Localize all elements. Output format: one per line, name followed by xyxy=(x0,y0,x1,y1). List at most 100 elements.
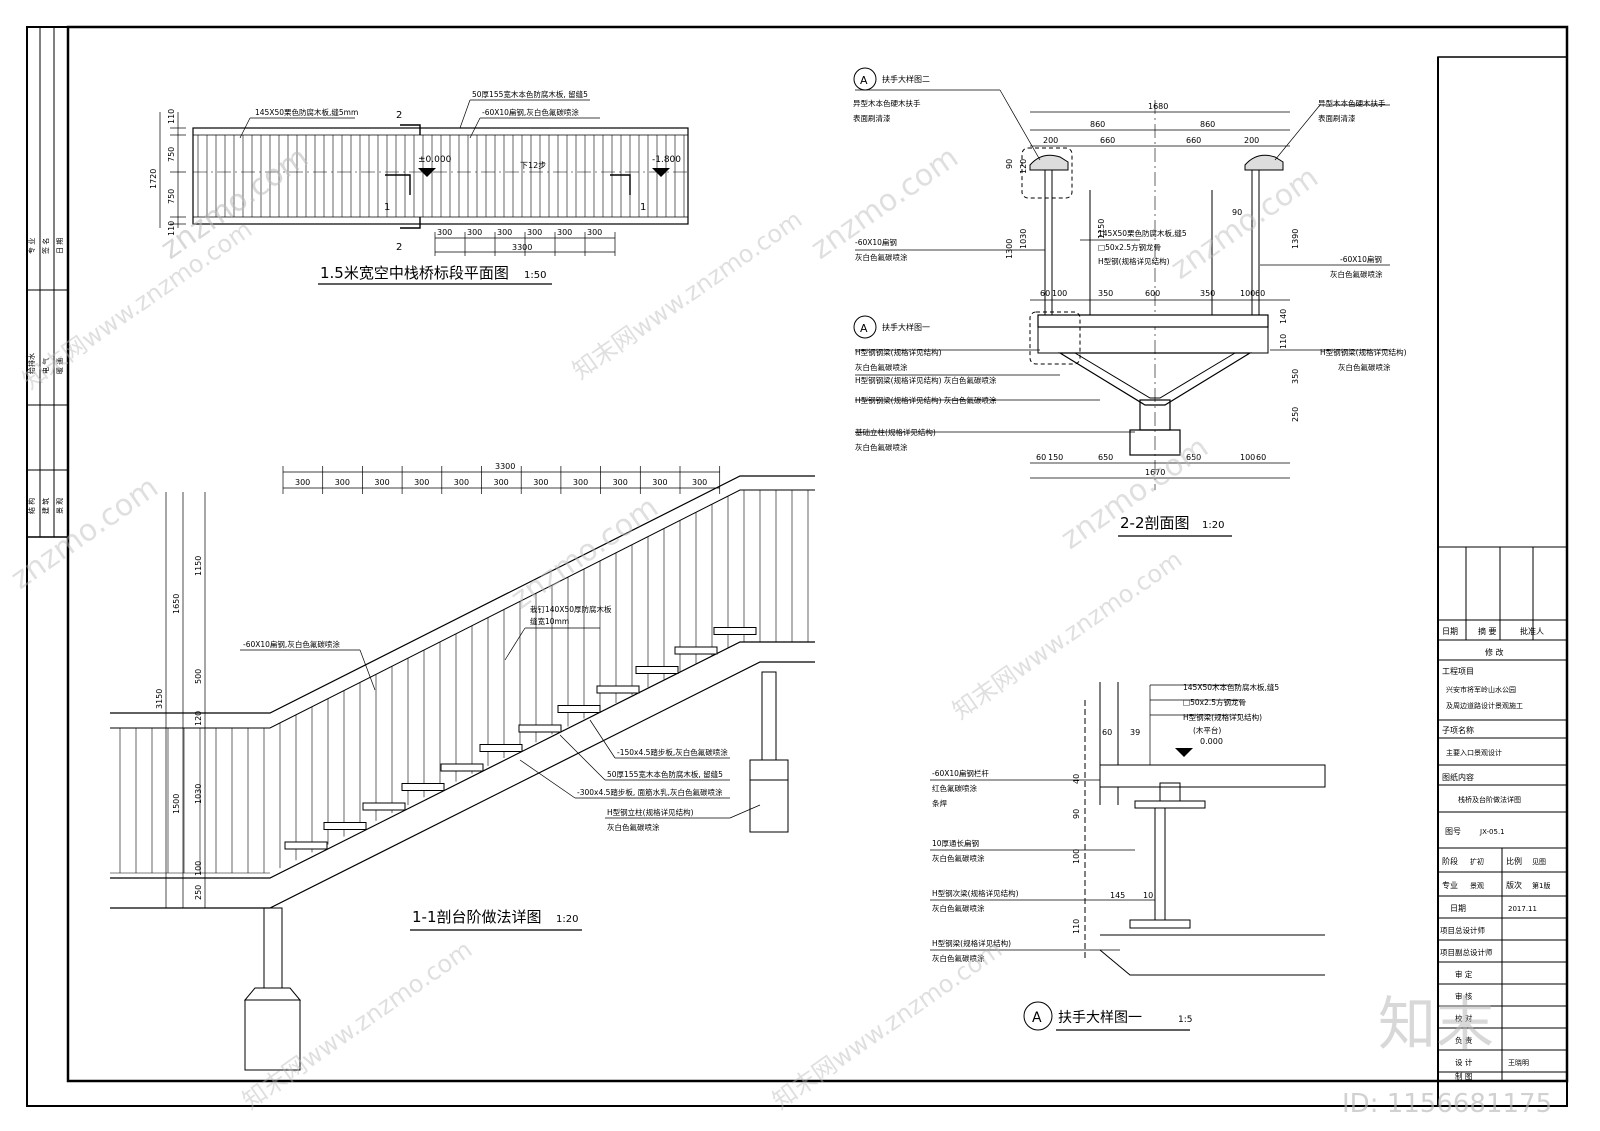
left-binding-strip xyxy=(27,27,68,538)
section11-scale: 1:20 xyxy=(556,914,578,925)
watermark-text: znzmo.com xyxy=(5,470,165,597)
stair-top-ticks xyxy=(282,466,721,494)
section22-deck xyxy=(1037,314,1269,328)
role-label: 负 责 xyxy=(1455,1035,1473,1045)
dim-label: 120 xyxy=(194,711,203,726)
stair-tread xyxy=(440,763,484,772)
dim-label: 3300 xyxy=(495,462,515,471)
elevation-marker xyxy=(1175,748,1193,757)
dim-label: 250 xyxy=(1291,407,1300,422)
note-l4: H型钢钢梁(规格详见结构) 灰白色氟碳喷涂 xyxy=(855,395,997,405)
date-label: 日期 xyxy=(1450,904,1466,913)
detail-note-hbeam: (木平台) xyxy=(1193,725,1221,735)
dim-label: 500 xyxy=(194,669,203,684)
role-label: 审 定 xyxy=(1455,969,1473,979)
plan-down-label: 下12步 xyxy=(520,161,546,170)
stair-leaders xyxy=(240,627,761,819)
watermark-text: 知末网www.znzmo.com xyxy=(767,935,1007,1115)
dim-label: 110 xyxy=(167,221,176,236)
stage-label: 阶段 xyxy=(1442,856,1458,866)
watermark-text: 知末网www.znzmo.com xyxy=(947,545,1187,725)
dim-label: 860 xyxy=(1090,120,1105,129)
watermark-brand: 知末 xyxy=(1378,990,1494,1058)
subitem-value: 主要入口景观设计 xyxy=(1446,748,1502,757)
stair-note-column: 灰白色氟碳喷涂 xyxy=(607,822,660,832)
note-r2: 灰白色氟碳喷涂 xyxy=(1338,362,1391,372)
dim-label: 110 xyxy=(167,109,176,124)
detail-note-main: H型钢梁(规格详见结构) xyxy=(932,938,1011,948)
strip-label: 结 构 xyxy=(27,498,36,514)
dim-label: 1030 xyxy=(1019,229,1028,249)
dim-label: 300 xyxy=(587,228,602,237)
strip-label: 建 筑 xyxy=(41,498,50,514)
rev-title: 修 改 xyxy=(1485,647,1504,657)
stair-note-wood: 50厚155宽木本色防腐木板, 留缝5 xyxy=(607,769,723,779)
detail-a-shapes xyxy=(1084,682,1326,976)
dim-label: 660 xyxy=(1186,136,1201,145)
section-mark-2: 2 xyxy=(396,110,402,121)
plan-leaders xyxy=(239,99,600,139)
dim-label: 120 xyxy=(1019,159,1028,174)
strip-label: 日 期 xyxy=(56,238,64,254)
stair-balusters xyxy=(119,490,809,873)
detail-note-rail: 条焊 xyxy=(932,798,947,808)
detail-note-plate: 10厚通长扁钢 xyxy=(932,838,979,848)
dim-label: 750 xyxy=(167,147,176,162)
dim-label: 300 xyxy=(692,478,707,487)
detail-elev: 0.000 xyxy=(1200,737,1223,746)
elevation-marker xyxy=(652,168,670,177)
dim-label: 350 xyxy=(1291,369,1300,384)
stair-tread xyxy=(401,783,445,791)
note-r1: H型钢钢梁(规格详见结构) xyxy=(1320,347,1407,357)
stair-note-deck: 缝宽10mm xyxy=(530,616,569,626)
dim-label: 90 xyxy=(1072,809,1081,819)
dim-label: 300 xyxy=(527,228,542,237)
note-handrail-right: 异型木本色硬木扶手 xyxy=(1318,98,1386,108)
plan-dim-labels-left: 110 750 750 110 1720 xyxy=(149,109,176,236)
dim-label: 300 xyxy=(613,478,628,487)
plan-deck-boards xyxy=(197,135,685,217)
stair-tread xyxy=(518,724,562,733)
detail-note-deck: 145X50木本色防腐木板,缝5 xyxy=(1183,682,1279,692)
callout-bubble: A xyxy=(860,74,868,87)
detail-a-view: 145X50木本色防腐木板,缝5 □50x2.5方钢龙骨 H型钢梁(规格详见结构… xyxy=(930,682,1326,1031)
detail-note-main: 灰白色氟碳喷涂 xyxy=(932,953,985,963)
dim-label: 300 xyxy=(652,478,667,487)
stair-note-column: H型钢立柱(规格详见结构) xyxy=(607,807,694,817)
note-flat-left: -60X10扁钢 xyxy=(855,237,897,247)
stair-steps xyxy=(284,627,757,850)
discipline-value: 景观 xyxy=(1470,882,1484,890)
dim-label: 60 xyxy=(1102,728,1112,737)
section-mark-1: 1 xyxy=(384,202,390,213)
stair-tread xyxy=(284,841,328,850)
note-handrail-left: 表面刷清漆 xyxy=(853,113,891,123)
stair-note-flat-steel: -60X10扁钢,灰白色氟碳喷涂 xyxy=(243,639,340,649)
stair-tread xyxy=(674,646,718,655)
stair-handrail xyxy=(110,475,815,714)
note-l1: H型钢钢梁(规格详见结构) xyxy=(855,347,942,357)
stair-columns xyxy=(243,671,789,1071)
dim-label: 110 xyxy=(1072,919,1081,934)
date-value: 2017.11 xyxy=(1508,905,1537,913)
dim-label: 1150 xyxy=(194,556,203,576)
strip-label: 暖 通 xyxy=(55,358,64,374)
dim-label: 1030 xyxy=(194,784,203,804)
section22-scale: 1:20 xyxy=(1202,520,1224,531)
note-l5: 基础立柱(规格详见结构) xyxy=(855,427,936,437)
watermark-id: ID: 1156681175 xyxy=(1342,1089,1552,1119)
note-l2: 灰白色氟碳喷涂 xyxy=(855,362,908,372)
watermark-text: 知末网www.znzmo.com xyxy=(567,205,807,385)
discipline-label: 专业 xyxy=(1442,880,1458,890)
dim-label: 300 xyxy=(494,478,509,487)
callout-label-1: 扶手大样图一 xyxy=(882,322,930,332)
strip-label: 电 气 xyxy=(41,358,50,374)
left-strip-labels: 专 业 签 名 日 期 给排水 电 气 暖 通 结 构 建 筑 景 观 xyxy=(27,238,64,514)
note-flat-right: -60X10扁钢 xyxy=(1340,254,1382,264)
version-value: 第1版 xyxy=(1532,881,1550,890)
stair-left-dim-labels: 3150 1650 1500 1150 500 120 1030 100 250 xyxy=(155,556,203,900)
dim-label: 1680 xyxy=(1148,102,1168,111)
detail-note-tube: □50x2.5方钢龙骨 xyxy=(1183,697,1246,707)
stair-note-step-plate2: -300x4.5踏步板, 面筋水乳,灰白色氟碳喷涂 xyxy=(577,787,723,797)
role-label: 项目总设计师 xyxy=(1440,925,1485,935)
